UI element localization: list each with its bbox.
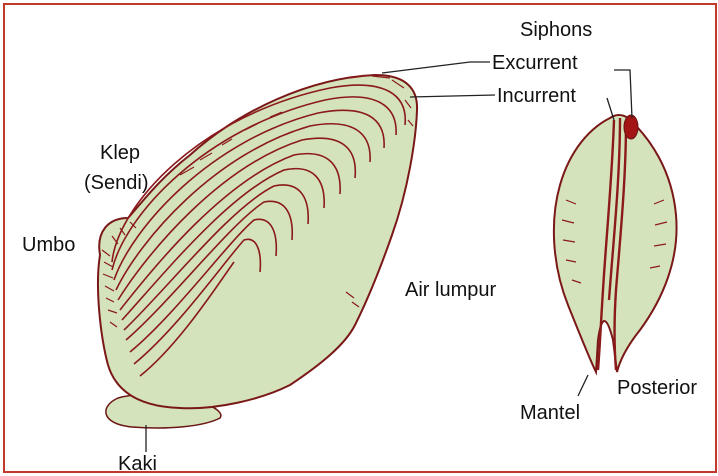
mantel-leader bbox=[578, 375, 588, 396]
label-mantel: Mantel bbox=[520, 403, 580, 423]
incurrent-leader bbox=[410, 95, 495, 97]
label-incurrent: Incurrent bbox=[497, 86, 576, 106]
excurrent-right-leader bbox=[614, 70, 632, 118]
label-klep: Klep bbox=[100, 143, 140, 163]
label-umbo: Umbo bbox=[22, 235, 75, 255]
siphon-opening bbox=[624, 115, 638, 139]
excurrent-leader bbox=[382, 62, 490, 73]
label-sendi: (Sendi) bbox=[84, 173, 148, 193]
label-posterior: Posterior bbox=[617, 378, 697, 398]
label-excurrent: Excurrent bbox=[492, 53, 578, 73]
shell-side-view bbox=[98, 75, 417, 408]
label-air-lumpur: Air lumpur bbox=[405, 280, 496, 300]
label-kaki: Kaki bbox=[118, 454, 157, 474]
label-siphons: Siphons bbox=[520, 20, 592, 40]
